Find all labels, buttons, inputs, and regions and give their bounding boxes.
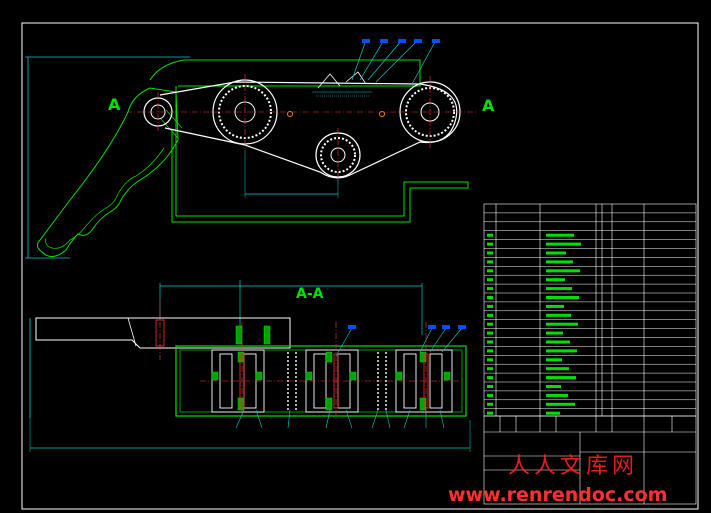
- parts-list-rows: [484, 212, 696, 409]
- watermark-url: www.renrendoc.com: [448, 484, 668, 506]
- centerlines-section: [159, 300, 464, 420]
- parts-row-name-mark: [546, 287, 572, 291]
- section-mark-right: A: [482, 96, 495, 115]
- parts-row-number-mark: [487, 233, 493, 237]
- housing-body: [171, 86, 469, 223]
- section-top-dimensions: [159, 280, 423, 335]
- section-leaders: [235, 327, 463, 429]
- hatch-line: [159, 117, 179, 139]
- parts-row-number-mark: [487, 269, 493, 273]
- parts-row-name-mark: [546, 385, 561, 388]
- parts-list-text-marks: [487, 233, 581, 415]
- top-view-height-dimension: [25, 56, 190, 259]
- handle-step: [127, 317, 137, 347]
- small-hole: [379, 111, 385, 117]
- parts-list-table: [483, 203, 697, 417]
- shaft-markers: [155, 319, 429, 409]
- drawing-frame: [21, 22, 699, 510]
- parts-row-name-mark: [546, 393, 568, 397]
- top-view-leaders: [351, 39, 437, 85]
- parts-row-number-mark: [487, 287, 493, 291]
- gear-2-teeth: [320, 137, 356, 173]
- small-hole: [287, 111, 293, 117]
- section-mark-left: A: [108, 95, 121, 114]
- parts-row-number-mark: [487, 331, 493, 335]
- section-part-numbers: [348, 325, 466, 329]
- section-view-title: A-A: [296, 286, 324, 302]
- parts-row-name-mark: [546, 260, 573, 264]
- parts-row-number-mark: [487, 402, 493, 406]
- section-housing: [175, 345, 467, 417]
- parts-row-number-mark: [487, 278, 493, 282]
- parts-row-number-mark: [487, 322, 493, 326]
- parts-row-number-mark: [487, 349, 493, 353]
- parts-row-number-mark: [487, 376, 493, 380]
- parts-row-name-mark: [546, 322, 578, 326]
- parts-row-number-mark: [487, 304, 493, 308]
- parts-row-name-mark: [546, 340, 570, 344]
- hatch-line: [165, 109, 183, 129]
- parts-row-number-mark: [487, 242, 493, 246]
- spring-clip: [317, 71, 367, 89]
- parts-row-number-mark: [487, 260, 493, 264]
- parts-row-number-mark: [487, 393, 493, 397]
- parts-row-number-mark: [487, 411, 493, 415]
- parts-row-name-mark: [546, 411, 560, 415]
- parts-row-name-mark: [546, 242, 581, 246]
- parts-row-name-mark: [546, 313, 571, 317]
- parts-row-number-mark: [487, 296, 493, 299]
- parts-row-number-mark: [487, 251, 493, 255]
- parts-row-number-mark: [487, 367, 493, 371]
- parts-row-name-mark: [546, 304, 564, 308]
- centerlines-top: [126, 74, 476, 184]
- parts-row-name-mark: [546, 278, 565, 282]
- parts-row-name-mark: [546, 269, 580, 273]
- hatched-components: [211, 325, 451, 411]
- parts-row-name-mark: [546, 367, 569, 371]
- parts-row-name-mark: [546, 349, 577, 353]
- parts-row-name-mark: [546, 331, 563, 335]
- parts-row-name-mark: [546, 233, 574, 237]
- parts-row-name-mark: [546, 402, 575, 406]
- lever-handle-outline: [36, 87, 179, 257]
- housing-top: [149, 59, 421, 87]
- parts-row-number-mark: [487, 340, 493, 344]
- lever-handle-inner: [45, 147, 165, 249]
- title-block: [483, 415, 697, 505]
- top-view: [25, 39, 476, 259]
- top-view-part-numbers: [362, 39, 440, 43]
- parts-row-name-mark: [546, 376, 576, 380]
- handle-bar: [35, 317, 291, 349]
- parts-row-number-mark: [487, 313, 493, 317]
- watermark-cn: 人人文库网: [508, 454, 639, 479]
- parts-row-name-mark: [546, 296, 579, 299]
- section-view: [29, 280, 471, 452]
- parts-row-name-mark: [546, 358, 562, 362]
- parts-row-number-mark: [487, 385, 493, 388]
- parts-row-name-mark: [546, 251, 566, 255]
- parts-row-number-mark: [487, 358, 493, 362]
